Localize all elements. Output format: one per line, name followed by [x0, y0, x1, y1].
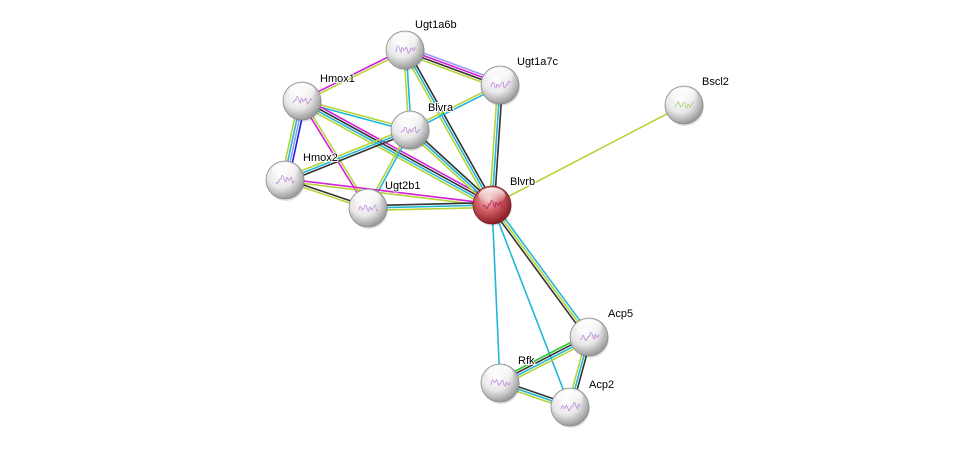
- node-highlight: [354, 190, 382, 207]
- edge-ugt1a6b-blvrb[interactable]: [402, 48, 495, 207]
- node-label: Hmox1: [320, 73, 355, 85]
- node-label: Ugt1a7c: [517, 56, 558, 68]
- edge-blvrb-bscl2[interactable]: [491, 104, 685, 206]
- edge-line-textmining: [283, 127, 410, 179]
- edge-ugt2b1-blvrb[interactable]: [367, 201, 493, 212]
- node-label: Blvrb: [510, 176, 535, 188]
- edge-line-textmining: [488, 84, 499, 205]
- protein-structure-icon: [275, 174, 296, 185]
- node-bscl2[interactable]: Bscl2: [664, 75, 730, 126]
- node-rfk[interactable]: Rfk: [480, 354, 536, 404]
- node-highlight: [670, 87, 698, 104]
- edge-line-coexpression: [493, 85, 504, 206]
- node-blvra[interactable]: Blvra: [390, 101, 455, 151]
- edge-line-experimental: [300, 101, 368, 210]
- node-acp2[interactable]: Acp2: [550, 378, 615, 428]
- node-label: Acp2: [589, 379, 614, 391]
- node-highlight: [391, 32, 419, 49]
- node-highlight: [556, 389, 584, 406]
- node-label: Bscl2: [702, 76, 729, 88]
- node-ugt1a6b[interactable]: Ugt1a6b: [385, 18, 458, 71]
- node-label: Ugt1a6b: [415, 19, 457, 31]
- edge-line-textmining: [368, 206, 493, 212]
- edge-blvra-hmox2[interactable]: [283, 127, 412, 183]
- node-highlight: [478, 187, 506, 204]
- edge-line-database: [404, 49, 493, 206]
- node-label: Hmox2: [303, 152, 338, 164]
- node-acp5[interactable]: Acp5: [569, 307, 634, 358]
- protein-structure-icon: [560, 401, 581, 412]
- edge-line-coexpression: [406, 48, 495, 205]
- edge-blvrb-acp2[interactable]: [491, 204, 571, 408]
- edge-hmox2-blvrb[interactable]: [284, 178, 493, 207]
- node-label: Blvra: [428, 102, 454, 114]
- edge-ugt1a7c-blvrb[interactable]: [488, 84, 504, 206]
- node-label: Acp5: [608, 308, 633, 320]
- protein-structure-icon: [400, 126, 421, 134]
- edge-line-database: [493, 203, 592, 337]
- node-highlight: [288, 83, 316, 100]
- edge-line-database: [491, 204, 501, 384]
- protein-structure-icon: [490, 379, 511, 387]
- edge-line-database: [491, 204, 571, 408]
- edge-line-database: [491, 84, 501, 206]
- node-ugt1a7c[interactable]: Ugt1a7c: [480, 55, 559, 106]
- node-highlight: [486, 67, 514, 84]
- edge-line-textmining: [402, 50, 491, 207]
- protein-structure-icon: [490, 80, 511, 89]
- node-hmox1[interactable]: Hmox1: [282, 72, 356, 122]
- node-highlight: [271, 162, 299, 179]
- edge-line-textmining: [491, 104, 685, 206]
- edge-line-database: [367, 204, 493, 209]
- protein-structure-icon: [579, 331, 600, 342]
- node-ugt2b1[interactable]: Ugt2b1: [348, 179, 421, 229]
- edge-blvrb-acp5[interactable]: [489, 203, 592, 339]
- node-label: Rfk: [518, 355, 535, 367]
- node-hmox2[interactable]: Hmox2: [265, 151, 339, 201]
- edge-line-coexpression: [367, 201, 492, 207]
- protein-structure-icon: [358, 204, 379, 212]
- edge-line-experimental: [285, 178, 493, 205]
- edge-line-coexpression: [285, 131, 412, 183]
- edge-blvrb-rfk[interactable]: [491, 204, 501, 384]
- edges-layer: [280, 45, 685, 411]
- node-label: Ugt2b1: [385, 180, 420, 192]
- node-highlight: [396, 112, 424, 129]
- node-highlight: [575, 319, 603, 336]
- node-blvrb[interactable]: Blvrb: [472, 175, 536, 226]
- edge-line-textmining: [284, 180, 492, 207]
- edge-line-textmining: [491, 204, 590, 338]
- edge-line-coexpression: [489, 205, 588, 339]
- node-highlight: [486, 365, 514, 382]
- edge-line-database: [284, 129, 411, 181]
